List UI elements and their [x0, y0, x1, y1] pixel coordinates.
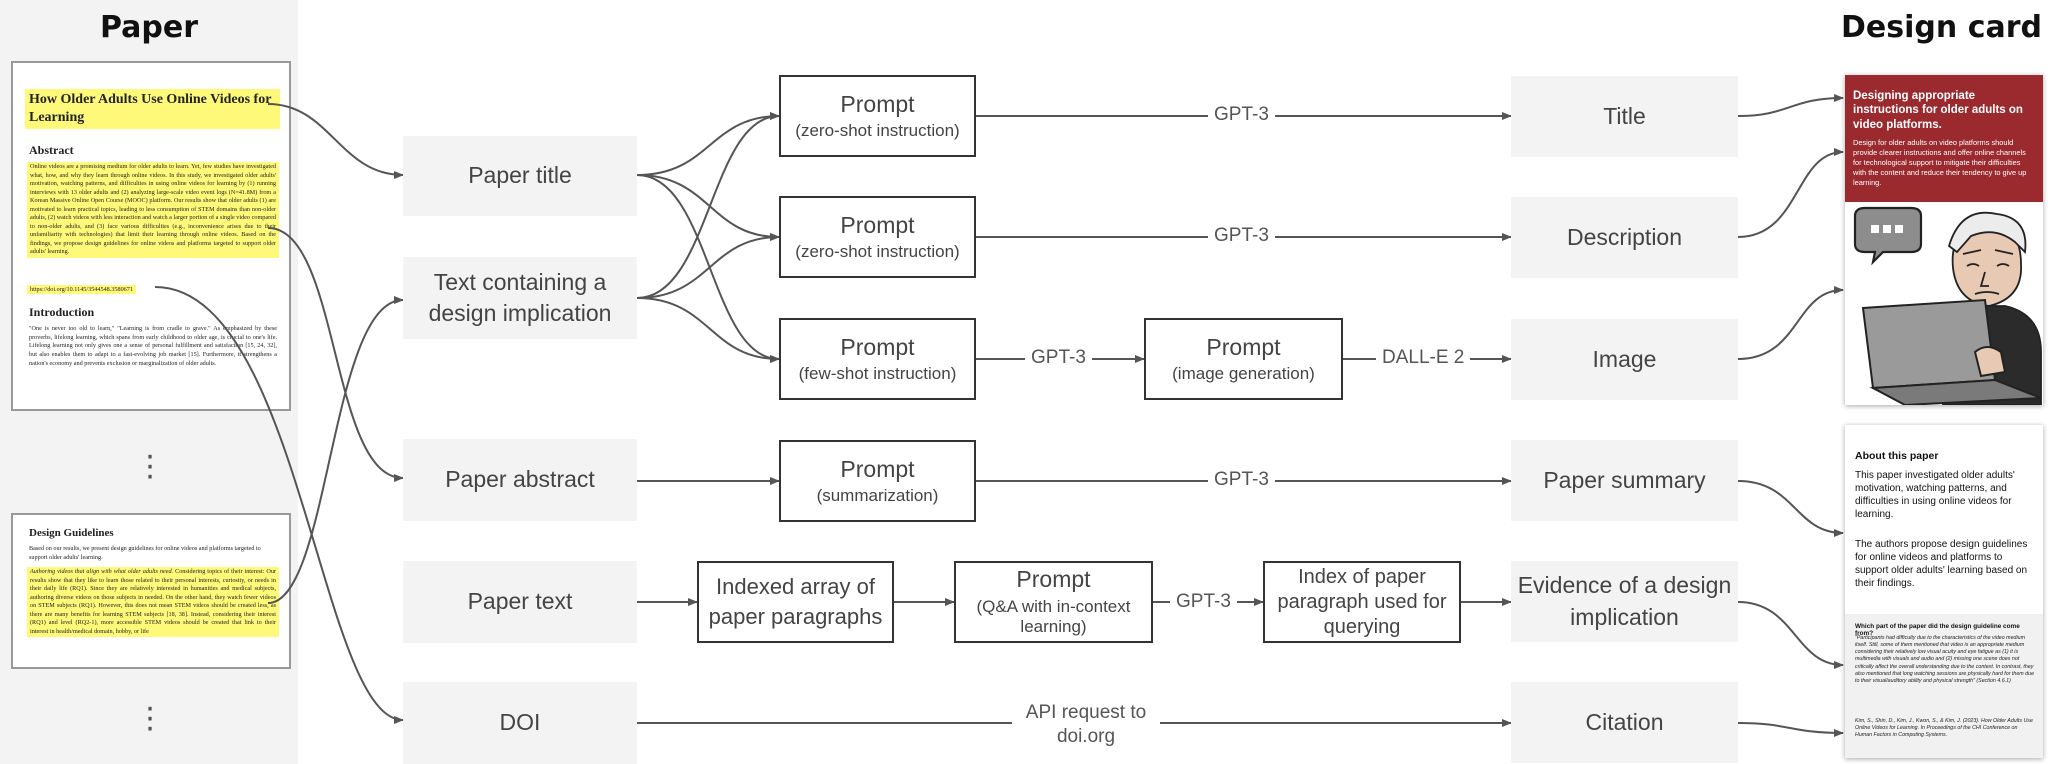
- indexed-array: Indexed array of paper paragraphs: [697, 561, 894, 643]
- prompt-qa-label: Prompt: [1016, 566, 1091, 593]
- index-used: Index of paper paragraph used for queryi…: [1263, 561, 1461, 643]
- guidelines-intro: Based on our results, we present design …: [29, 545, 261, 561]
- prompt-title-label: Prompt: [840, 90, 915, 117]
- guidelines-highlight-lead: Authoring videos that align with what ol…: [30, 568, 174, 575]
- output-image: Image: [1511, 319, 1738, 400]
- prompt-summarization-label: Prompt: [840, 455, 915, 482]
- output-evidence: Evidence of a design implication: [1511, 561, 1738, 642]
- guidelines-heading: Design Guidelines: [29, 527, 114, 539]
- guidelines-highlight-text: Considering topics of their interest: Ou…: [30, 568, 276, 635]
- laptop-icon: [1861, 298, 2042, 405]
- edge-dalle: DALL-E 2: [1376, 346, 1471, 370]
- input-paper-text: Paper text: [403, 561, 637, 643]
- card-front-title: Designing appropriate instructions for o…: [1853, 90, 2023, 131]
- paper-document: How Older Adults Use Online Videos for L…: [11, 61, 291, 411]
- prompt-image-instruction-sub: (few-shot instruction): [798, 364, 957, 384]
- prompt-description-label: Prompt: [840, 211, 915, 238]
- prompt-title-sub: (zero-shot instruction): [795, 121, 960, 141]
- ellipsis-vertical: ···: [144, 436, 156, 495]
- input-doi: DOI: [403, 682, 637, 764]
- input-paper-abstract: Paper abstract: [403, 439, 637, 521]
- edge-gpt3-description: GPT-3: [1208, 224, 1275, 248]
- prompt-image-instruction: Prompt (few-shot instruction): [779, 318, 976, 400]
- intro-heading: Introduction: [29, 305, 95, 319]
- paper-heading: Paper: [99, 10, 199, 45]
- output-paper-summary: Paper summary: [1511, 440, 1738, 521]
- prompt-title: Prompt (zero-shot instruction): [779, 75, 976, 157]
- edge-api-request: API request to doi.org: [1012, 701, 1160, 749]
- prompt-image-generation-sub: (image generation): [1172, 364, 1315, 384]
- card-front-description: Design for older adults on video platfor…: [1853, 138, 2027, 187]
- card-citation: Kim, S., Shin, D., Kim, J., Kwon, S., & …: [1855, 718, 2033, 739]
- ellipsis-vertical-bottom: ···: [144, 688, 156, 747]
- input-paper-title: Paper title: [403, 136, 637, 216]
- abstract-text: Online videos are a promising medium for…: [27, 162, 279, 259]
- card-evidence-quote: "Participants had difficulty due to the …: [1855, 635, 2035, 684]
- output-description: Description: [1511, 197, 1738, 278]
- prompt-image-generation-label: Prompt: [1206, 333, 1281, 360]
- paper-doc-title: How Older Adults Use Online Videos for L…: [25, 89, 280, 130]
- prompt-description-sub: (zero-shot instruction): [795, 242, 960, 262]
- edge-gpt3-qa: GPT-3: [1170, 590, 1237, 614]
- speech-bubble-icon: [1853, 206, 1923, 266]
- abstract-heading: Abstract: [29, 143, 74, 157]
- card-about-heading: About this paper: [1855, 450, 1939, 462]
- edge-gpt3-image: GPT-3: [1025, 346, 1092, 370]
- prompt-qa: Prompt (Q&A with in-context learning): [954, 561, 1153, 643]
- intro-text: "One is never too old to learn," "Learni…: [29, 325, 277, 367]
- edge-gpt3-title: GPT-3: [1208, 103, 1275, 127]
- guidelines-document: Design Guidelines Based on our results, …: [11, 513, 291, 669]
- card-evidence-section: Which part of the paper did the design g…: [1845, 614, 2043, 758]
- prompt-image-instruction-label: Prompt: [840, 333, 915, 360]
- output-title: Title: [1511, 76, 1738, 157]
- guidelines-highlight: Authoring videos that align with what ol…: [27, 567, 279, 638]
- design-card-back: About this paper This paper investigated…: [1845, 425, 2043, 758]
- doi-link[interactable]: https://doi.org/10.1145/3544548.3580671: [27, 285, 136, 294]
- card-front-header: Designing appropriate instructions for o…: [1845, 75, 2043, 202]
- prompt-summarization-sub: (summarization): [816, 486, 939, 506]
- prompt-image-generation: Prompt (image generation): [1144, 318, 1343, 400]
- prompt-summarization: Prompt (summarization): [779, 440, 976, 522]
- card-about-text-2: The authors propose design guidelines fo…: [1855, 539, 2028, 589]
- card-about-text-1: This paper investigated older adults' mo…: [1855, 470, 2015, 520]
- prompt-description: Prompt (zero-shot instruction): [779, 196, 976, 278]
- prompt-qa-sub: (Q&A with in-context learning): [976, 596, 1131, 637]
- output-citation: Citation: [1511, 682, 1738, 763]
- input-design-implication: Text containing a design implication: [403, 257, 637, 339]
- design-card-heading: Design card: [1841, 10, 2042, 45]
- card-illustration: [1853, 206, 2042, 405]
- card-evidence-question: Which part of the paper did the design g…: [1855, 623, 2020, 637]
- edge-gpt3-summary: GPT-3: [1208, 468, 1275, 492]
- design-card-front: Designing appropriate instructions for o…: [1845, 75, 2043, 405]
